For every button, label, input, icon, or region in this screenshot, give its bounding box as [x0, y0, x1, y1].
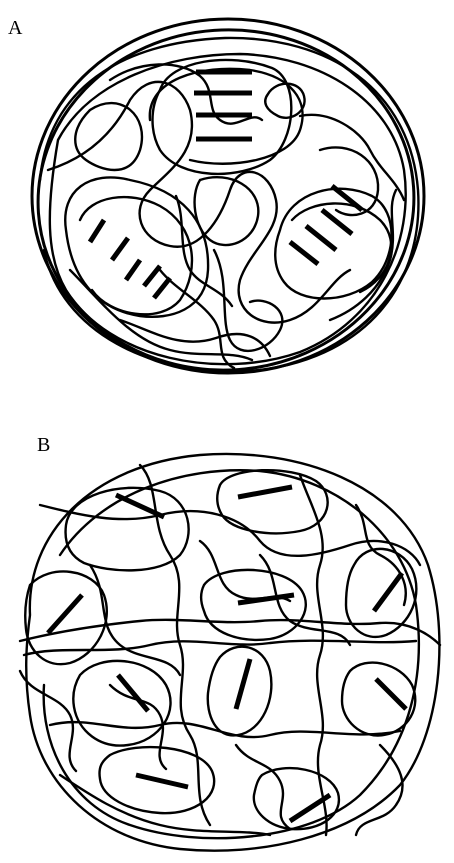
amorphous-chain — [20, 671, 76, 771]
crystal-stem — [376, 679, 406, 709]
domain-loop — [201, 570, 306, 640]
crystal-stem — [154, 278, 170, 298]
crystal-stem — [116, 495, 164, 517]
shell-wrap — [50, 54, 406, 364]
amorphous-chain — [75, 103, 142, 170]
crystal-stem — [236, 659, 250, 709]
crystal-stem — [48, 595, 82, 633]
crystal-stem — [144, 266, 160, 286]
crystal-stem — [306, 226, 336, 250]
amorphous-chain — [195, 177, 259, 245]
amorphous-chain — [24, 641, 416, 655]
crystal-stem — [90, 220, 104, 242]
crystal-stem — [290, 242, 318, 264]
crystal-stem — [238, 487, 292, 497]
crystal-stem — [374, 573, 402, 611]
panel-a-diagram — [0, 20, 454, 390]
crystal-stem — [112, 238, 128, 260]
amorphous-chain — [48, 82, 350, 323]
panel-b-diagram — [0, 445, 454, 857]
domain-loop — [73, 661, 170, 746]
domain-loop — [342, 663, 415, 736]
crystal-stem — [136, 775, 188, 787]
crystal-stem — [126, 260, 140, 280]
shell-wrap — [40, 38, 418, 371]
